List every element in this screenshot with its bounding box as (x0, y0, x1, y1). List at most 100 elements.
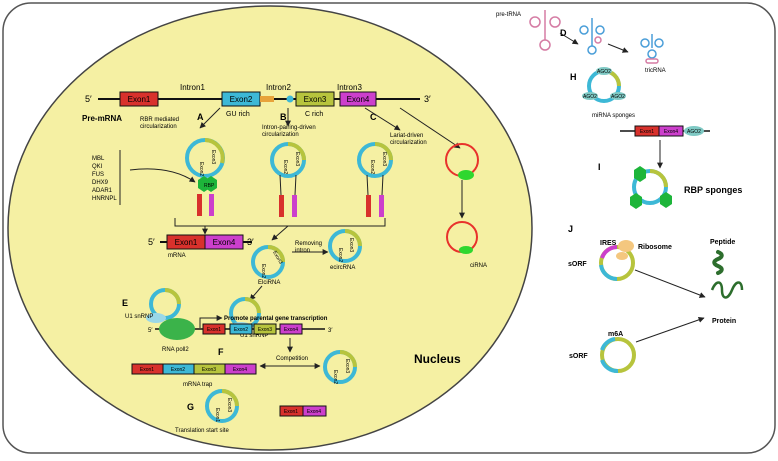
u1-complex-left: U1 snRNP (125, 288, 181, 323)
elci-exon2: Exon2 (260, 264, 266, 278)
letter-e: E (122, 298, 128, 308)
exon1-label: Exon1 (128, 95, 151, 104)
ago2-3: AGO2 (611, 94, 625, 100)
gene-exon2: Exon2 (234, 327, 248, 333)
parental-gene: 5′ 3′ Exon1 Exon2 Exon3 Exon4 RNA poll2 (148, 318, 333, 353)
translation-start-label: Translation start site (175, 428, 229, 434)
letter-f: F (218, 347, 224, 357)
mrna-exon4: Exon4 (213, 238, 236, 247)
rbp-item: ADAR1 (92, 188, 113, 194)
ecirc-exon2: Exon2 (337, 248, 343, 262)
mrna-product: 5′ Exon1 Exon4 3′ mRNA (148, 234, 254, 259)
rbr-label: RBR mediated circularization (140, 117, 181, 130)
rbp-item: QKI (92, 164, 103, 170)
letter-h: H (570, 72, 577, 82)
pre-trna-label: pre-tRNA (496, 12, 521, 18)
g-exon1: Exon1 (214, 408, 220, 422)
mirna-sponge: AGO2 AGO2 AGO2 miRNA sponges (582, 67, 635, 119)
ecirc-exon3: Exon3 (348, 238, 354, 252)
mrna-five: 5′ (148, 237, 155, 247)
exon2-label-b: Exon2 (282, 160, 288, 174)
gu-rich-label: GU rich (226, 111, 250, 118)
exon2-label-a: Exon2 (198, 162, 204, 176)
tricrna-shape (640, 34, 664, 64)
gene-exon1: Exon1 (207, 327, 221, 333)
trap-c-exon2: Exon2 (332, 370, 338, 384)
letter-i: I (598, 162, 601, 172)
pre-mrna-label: Pre-mRNA (82, 114, 122, 123)
nucleus (7, 5, 533, 451)
mrna-trap-label: mRNA trap (183, 382, 213, 388)
mrna-trap-row: Exon1 Exon2 Exon3 Exon4 mRNA trap (131, 363, 257, 388)
trap-exon1: Exon1 (140, 367, 154, 373)
trna-shape (579, 18, 605, 55)
promote-label: Promote parental gene transcription (224, 316, 328, 322)
label-line: circularization (140, 124, 177, 130)
rbp-list: MBL QKI FUS DHX9 ADAR1 HNRNPL (92, 150, 121, 205)
three-prime-label: 3′ (424, 94, 431, 104)
ago2-mrna: Exon1 Exon4 AGO2 (620, 125, 710, 137)
tricrna-label: tricRNA (645, 68, 666, 74)
g-mrna-exon4: Exon4 (307, 409, 321, 415)
mirna-sponges-label: miRNA sponges (592, 113, 635, 119)
trap-c-exon3: Exon3 (344, 359, 350, 373)
gene-three: 3′ (328, 328, 333, 334)
sorf-label-2: sORF (569, 353, 588, 360)
u1-label-right: U1 snRNP (240, 333, 268, 339)
c-rich-label: C rich (305, 111, 323, 118)
exon1-box (119, 91, 159, 107)
intron3-label: Intron3 (337, 83, 362, 92)
rbp-item: FUS (92, 172, 104, 178)
exon2-label-c: Exon2 (369, 160, 375, 174)
pre-mrna-row: 5′ 3′ Exon1 Exon2 Exon3 Exon4 Intron1 In… (82, 83, 431, 123)
u1-label-left: U1 snRNP (125, 314, 153, 320)
peptide-shape (712, 250, 724, 275)
protein-label: Protein (712, 318, 736, 325)
h-exon4: Exon4 (664, 129, 678, 135)
lariat-label: Lariat-driven circularization (390, 133, 427, 146)
exon4-label: Exon4 (347, 95, 370, 104)
gene-exon3: Exon3 (258, 327, 272, 333)
rbp-sponges-label: RBP sponges (684, 185, 742, 195)
h-ago2: AGO2 (687, 129, 701, 135)
ago2-2: AGO2 (583, 94, 597, 100)
ecircrna: Exon2 Exon3 ecircRNA (328, 229, 362, 271)
rna-pol-label: RNA poll2 (162, 347, 189, 353)
mrna-exon1: Exon1 (175, 238, 198, 247)
panel-b-intron-pairing: Exon2 Exon3 (270, 142, 306, 217)
trap-exon4: Exon4 (233, 367, 247, 373)
elcirna-label: ElciRNA (258, 280, 280, 286)
sorf-label-1: sORF (568, 261, 587, 268)
five-prime-label: 5′ (85, 94, 92, 104)
ires-label: IRES (600, 240, 617, 247)
letter-c: C (370, 112, 377, 122)
exon3-label: Exon3 (304, 95, 327, 104)
intron1-label: Intron1 (180, 83, 205, 92)
panel-c-lariat: Exon2 Exon3 (357, 142, 393, 217)
competition-label: Competition (276, 356, 308, 362)
intron-pairing-label: Intron-pairing-driven circularization (262, 125, 317, 138)
gene-exon4: Exon4 (284, 327, 298, 333)
g-exon3: Exon3 (226, 398, 232, 412)
label-line: circularization (390, 140, 427, 146)
g-mrna-exon1: Exon1 (284, 409, 298, 415)
trap-circle: Exon2 Exon3 (323, 350, 357, 384)
letter-d: D (560, 28, 567, 38)
g-mrna: Exon1 Exon4 (279, 405, 327, 417)
intron2-label: Intron2 (266, 83, 291, 92)
label-line: intron (295, 248, 310, 254)
cirna-label: ciRNA (470, 263, 487, 269)
lariat-cirna: ciRNA (445, 143, 487, 269)
c-element (286, 95, 294, 103)
protein-shape (710, 281, 744, 299)
letter-b: B (280, 112, 287, 122)
ires-circle: IRES Ribosome sORF (568, 240, 672, 282)
trap-exon2: Exon2 (171, 367, 185, 373)
rbp-item: HNRNPL (92, 196, 117, 202)
peptide-label: Peptide (710, 239, 735, 246)
rbp-item: MBL (92, 156, 105, 162)
exon3-label-b: Exon3 (294, 152, 300, 166)
exon4-box (339, 91, 377, 107)
ecircrna-label: ecircRNA (330, 265, 355, 271)
